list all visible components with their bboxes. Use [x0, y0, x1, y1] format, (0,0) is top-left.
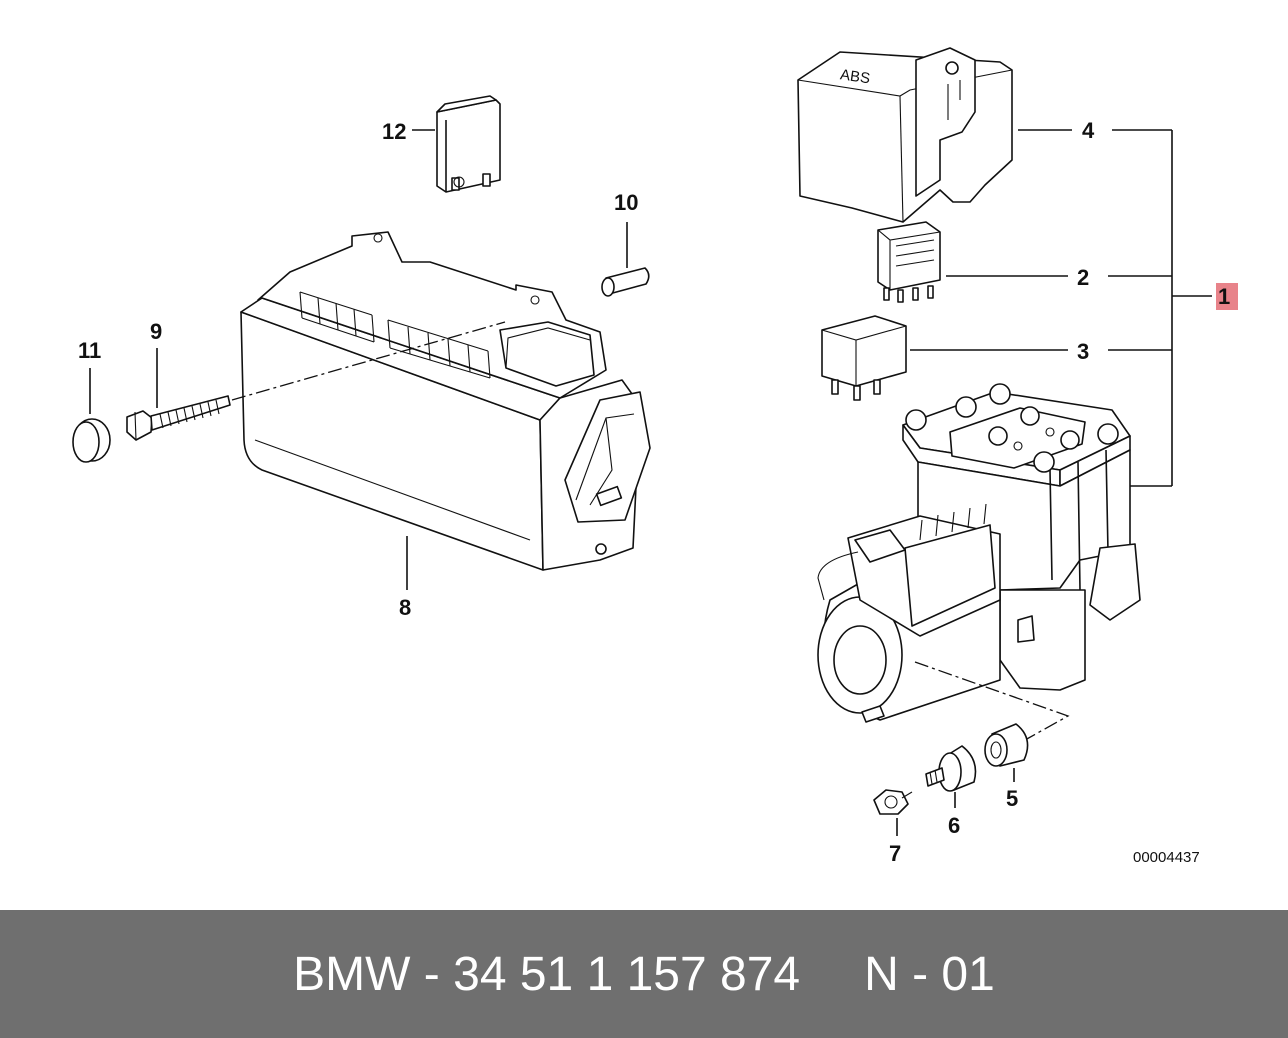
assembly-1-bracket	[1108, 129, 1212, 487]
callout-3: 3	[1077, 339, 1089, 364]
plug-11	[72, 418, 111, 463]
cover-embossing: ABS	[839, 66, 871, 87]
part-number-text: BMW - 34 51 1 157 874	[293, 947, 801, 1001]
callout-1: 1	[1218, 284, 1230, 309]
callout-6: 6	[948, 813, 960, 838]
relay-3	[821, 315, 907, 401]
callout-8: 8	[399, 595, 411, 620]
pin-10	[601, 267, 650, 297]
mount-6	[925, 745, 977, 792]
callout-7: 7	[889, 841, 901, 866]
parts-diagram: ABS	[72, 47, 1238, 866]
nut-7	[873, 789, 913, 815]
relay-12	[436, 95, 501, 193]
housing-8	[240, 231, 651, 571]
callout-10: 10	[614, 190, 638, 215]
callout-11: 11	[78, 338, 101, 363]
hydraulic-unit	[817, 383, 1141, 723]
callout-4: 4	[1082, 118, 1095, 143]
callout-12: 12	[382, 119, 406, 144]
relay-2	[877, 221, 941, 303]
callout-1-highlight	[1216, 283, 1238, 310]
position-text: N - 01	[864, 947, 995, 1001]
cover-4: ABS	[797, 47, 1013, 223]
callout-9: 9	[150, 319, 162, 344]
bushing-5	[984, 723, 1029, 767]
reference-number: 00004437	[1133, 849, 1200, 866]
callout-2: 2	[1077, 265, 1089, 290]
callout-5: 5	[1006, 786, 1018, 811]
screw-9	[126, 395, 231, 441]
part-number-banner: BMW - 34 51 1 157 874 N - 01	[0, 910, 1288, 1038]
